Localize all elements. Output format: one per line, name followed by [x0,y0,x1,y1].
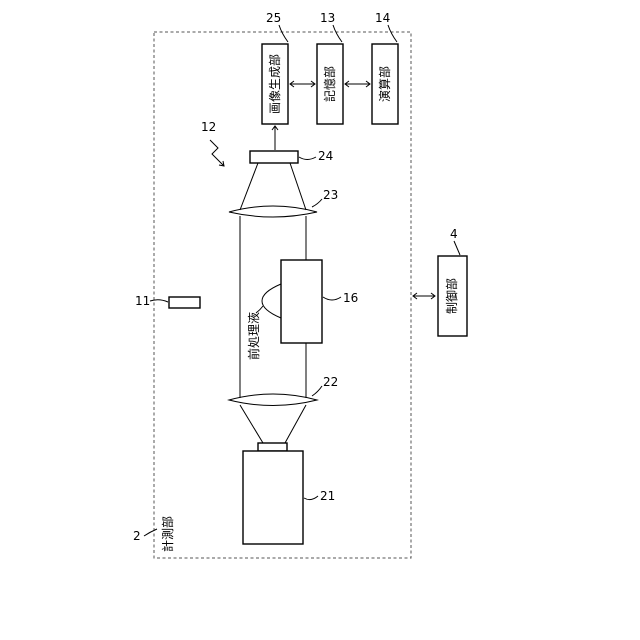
camera-lens-mount [258,443,287,451]
ref-16: 16 [343,291,358,305]
leader-2 [144,529,157,536]
leader-16 [323,297,341,300]
light-source-11 [169,297,200,308]
leader-23 [312,199,322,207]
computation-unit-label: 演算部 [377,66,392,102]
lens-front-22 [229,394,317,406]
ref-13: 13 [320,11,335,25]
control-unit-label: 制御部 [444,278,459,314]
sensor-24 [250,151,298,163]
ref-25: 25 [266,11,281,25]
ray [240,405,263,443]
ref-4: 4 [450,227,458,241]
ref-11: 11 [135,294,150,308]
image-generation-unit-label: 画像生成部 [267,54,282,114]
leader-sample [256,306,263,313]
leader-21 [304,496,318,500]
leader-13 [333,25,342,42]
ref-22: 22 [323,375,338,389]
sample-dome [262,284,281,318]
leader-25 [279,25,288,42]
leader-24 [299,157,316,160]
ref-21: 21 [320,489,335,503]
ray [240,163,258,210]
camera-21 [243,451,303,544]
ref-23: 23 [323,188,338,202]
zigzag-12 [210,140,224,166]
ref-2: 2 [133,529,141,543]
ref-24: 24 [318,149,333,163]
ref-12: 12 [201,120,216,134]
holder-16 [281,260,322,343]
ray [285,405,306,443]
lens-rear-23 [229,206,317,217]
ray [290,163,306,210]
leader-14 [388,25,397,42]
measurement-unit-label: 計測部 [160,516,175,552]
sample-label: 前処理液 [246,312,261,360]
leader-4 [454,241,460,255]
leader-11 [150,300,168,302]
storage-unit-label: 記憶部 [322,66,337,102]
leader-22 [312,386,322,396]
ref-14: 14 [375,11,390,25]
